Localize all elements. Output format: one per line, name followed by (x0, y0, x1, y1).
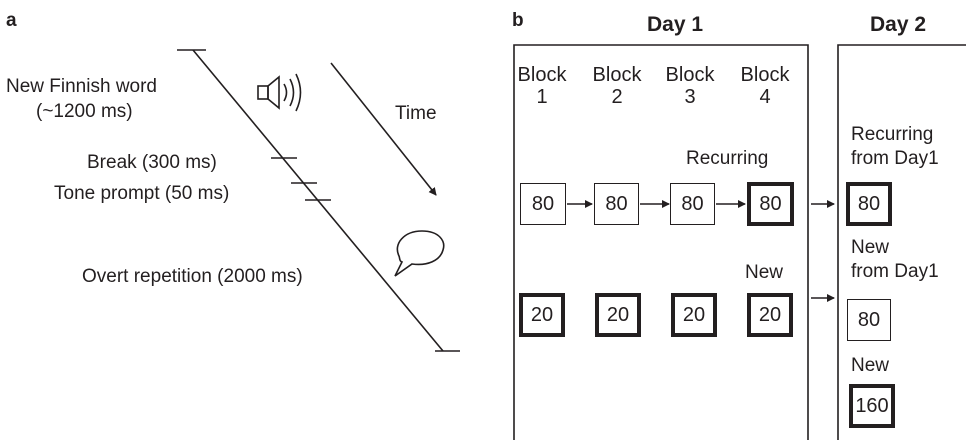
new-count-box-1: 20 (519, 293, 565, 337)
day2-frame (837, 44, 966, 440)
new-count-box-3: 20 (671, 293, 717, 337)
new-count-box-4: 20 (747, 293, 793, 337)
day2-title: Day 2 (870, 13, 927, 36)
recurring-count-box-4: 80 (747, 182, 794, 226)
event-new-word-duration: (~1200 ms) (36, 101, 133, 122)
day2-recurring-count-box: 80 (846, 182, 892, 226)
event-tone-prompt-label: Tone prompt (50 ms) (54, 183, 230, 204)
block-number: 1 (536, 86, 548, 108)
day1-title: Day 1 (647, 13, 704, 36)
day2-new-from-label-line1: New (851, 237, 890, 258)
time-label: Time (395, 103, 437, 124)
block-word: Block (740, 64, 790, 86)
block-word: Block (665, 64, 715, 86)
block-number: 3 (684, 86, 696, 108)
event-new-word-label: New Finnish word (6, 76, 157, 97)
recurring-count-box-2: 80 (594, 183, 639, 225)
block-word: Block (517, 64, 567, 86)
recurring-count-box-1: 80 (520, 183, 566, 225)
day2-new-from-label-line2: from Day1 (851, 261, 939, 282)
block-header-4: Block 4 (737, 64, 793, 108)
block-header-2: Block 2 (589, 64, 645, 108)
day2-new-from-count-box: 80 (847, 299, 891, 341)
time-arrow (330, 62, 437, 196)
day2-recurring-label-line2: from Day1 (851, 148, 939, 169)
speech-bubble-icon (394, 230, 445, 277)
block-header-3: Block 3 (662, 64, 718, 108)
block-header-1: Block 1 (516, 64, 568, 108)
event-overt-repetition-label: Overt repetition (2000 ms) (82, 266, 303, 287)
recurring-label: Recurring (686, 148, 769, 169)
new-count-box-2: 20 (595, 293, 641, 337)
speaker-icon (257, 73, 302, 112)
day2-recurring-label-line1: Recurring (851, 124, 934, 145)
day2-new-count-box: 160 (849, 384, 895, 428)
block-number: 2 (611, 86, 623, 108)
recurring-count-box-3: 80 (670, 183, 715, 225)
block-word: Block (592, 64, 642, 86)
event-break-label: Break (300 ms) (87, 152, 217, 173)
new-label-day1: New (745, 262, 784, 283)
day2-new-label: New (851, 355, 890, 376)
panel-a-letter: a (6, 10, 17, 31)
block-number: 4 (759, 86, 771, 108)
panel-b-letter: b (512, 10, 524, 31)
day1-frame (513, 44, 809, 440)
